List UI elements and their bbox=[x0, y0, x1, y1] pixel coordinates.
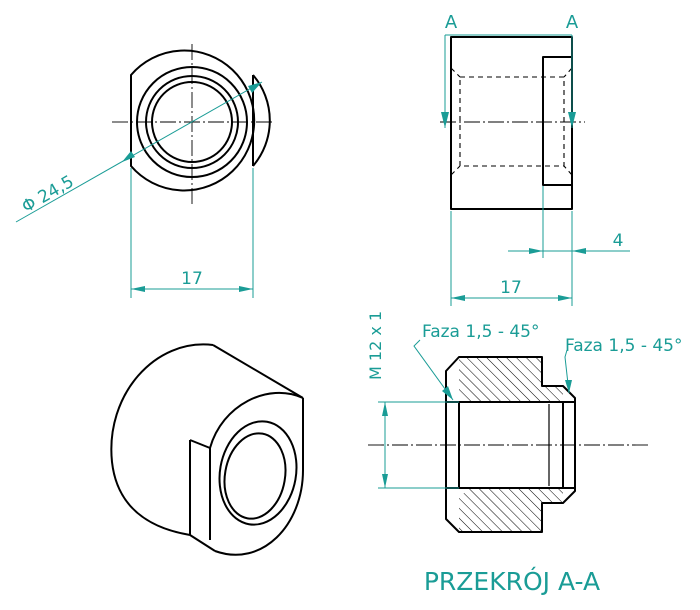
chamfer-left-label: Faza 1,5 - 45° bbox=[422, 322, 540, 342]
iso-bore-inner bbox=[223, 432, 287, 520]
front-view-flat-right bbox=[252, 74, 271, 167]
iso-top-edge bbox=[212, 344, 304, 399]
diameter-arrow-bottom bbox=[122, 151, 135, 162]
thread-dimension: M 12 x 1 bbox=[366, 311, 459, 489]
side-view-outline bbox=[450, 36, 573, 210]
slot-arrow-right bbox=[572, 248, 586, 254]
side-width-label: 17 bbox=[500, 278, 522, 298]
side-width-dimension: 17 bbox=[450, 211, 573, 306]
side-width-arrow-left bbox=[451, 295, 465, 301]
iso-bore-outer bbox=[218, 420, 298, 526]
cut-arrow-right bbox=[568, 112, 576, 128]
side-view bbox=[440, 36, 585, 210]
front-view-outer-outline bbox=[130, 49, 256, 192]
thread-label: M 12 x 1 bbox=[366, 311, 385, 380]
side-view-hidden-chamfer-tl bbox=[450, 67, 461, 78]
section-chamfer-tl bbox=[445, 356, 460, 372]
front-width-arrow-left bbox=[131, 286, 145, 292]
chamfer-right-arrow bbox=[565, 380, 572, 393]
iso-left-cylinder bbox=[110, 343, 214, 536]
section-title: PRZEKRÓJ A-A bbox=[424, 566, 600, 596]
section-outline bbox=[445, 356, 576, 533]
side-view-hidden-chamfer-br bbox=[563, 165, 573, 176]
iso-bottom-edge bbox=[189, 534, 216, 552]
slot-depth-label: 4 bbox=[613, 231, 624, 251]
section-hatch-bottom bbox=[459, 488, 563, 532]
section-hatch-top bbox=[459, 357, 563, 402]
slot-arrow-left bbox=[529, 248, 543, 254]
side-width-arrow-right bbox=[558, 295, 572, 301]
front-view bbox=[112, 44, 275, 205]
front-width-arrow-right bbox=[239, 286, 253, 292]
chamfer-callouts: Faza 1,5 - 45° Faza 1,5 - 45° bbox=[413, 322, 683, 401]
iso-front-top-arc bbox=[209, 392, 304, 449]
section-view bbox=[368, 356, 650, 533]
chamfer-left-arrow bbox=[442, 386, 453, 400]
diameter-dimension: Φ 24,5 bbox=[15, 81, 263, 223]
isometric-view bbox=[110, 343, 304, 556]
slot-depth-dimension: 4 bbox=[508, 186, 630, 258]
front-width-dimension: 17 bbox=[130, 168, 254, 298]
thread-arrow-bottom bbox=[382, 474, 388, 488]
section-mark-right: A bbox=[566, 12, 579, 33]
thread-arrow-top bbox=[382, 402, 388, 416]
section-mark-left: A bbox=[445, 12, 458, 33]
iso-right-face-outline bbox=[214, 398, 304, 556]
chamfer-left-leader bbox=[413, 339, 454, 401]
side-view-hidden-bore bbox=[459, 76, 565, 167]
iso-slot-step bbox=[189, 439, 211, 540]
cut-arrow-left bbox=[441, 112, 449, 128]
side-view-hidden-chamfer-tr bbox=[563, 67, 573, 78]
front-width-label: 17 bbox=[181, 269, 203, 289]
chamfer-right-label: Faza 1,5 - 45° bbox=[565, 336, 683, 356]
side-view-hidden-chamfer-bl bbox=[450, 165, 461, 176]
diameter-label: Φ 24,5 bbox=[19, 172, 78, 218]
diameter-arrow-top bbox=[248, 82, 262, 93]
diameter-leader-line bbox=[15, 81, 263, 223]
section-cut-marks: A A bbox=[441, 12, 579, 128]
